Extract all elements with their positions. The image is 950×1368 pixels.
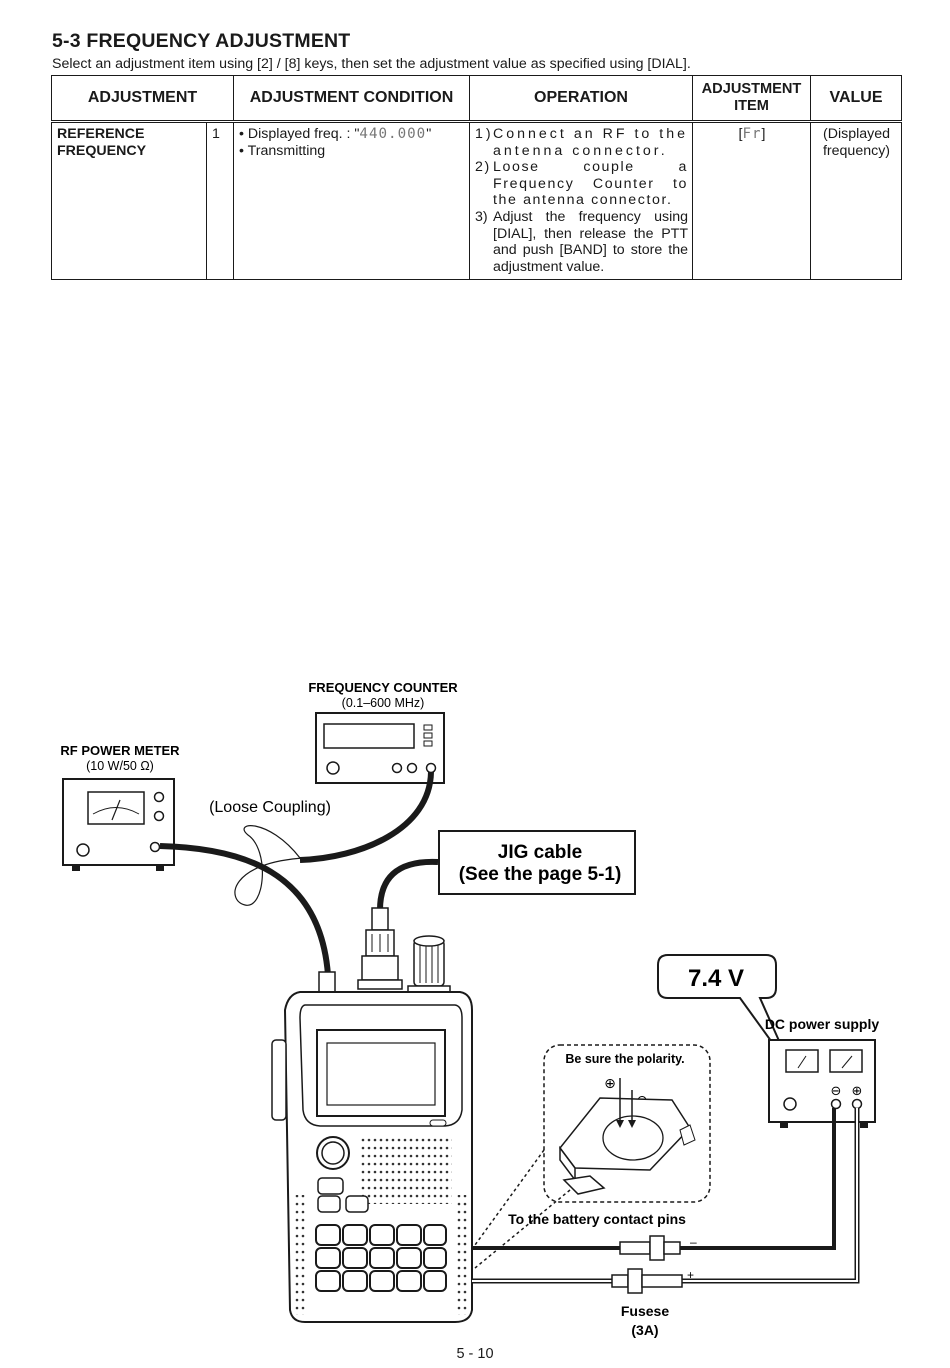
dc-power-supply: DC power supply ⊖ ⊕ xyxy=(765,1016,880,1128)
volume-knob xyxy=(407,935,451,995)
polarity-plus: ⊕ xyxy=(604,1075,616,1091)
condition-displayed-freq: • Displayed freq. : "440.000" xyxy=(239,126,465,143)
voltage-value: 7.4 V xyxy=(688,965,744,992)
col-header-adjustment-item: ADJUSTMENT ITEM xyxy=(692,75,811,123)
freq-counter-cable xyxy=(299,771,434,863)
callout-line-2 xyxy=(474,1189,571,1269)
condition-quote-end: " xyxy=(426,126,432,142)
operation-step-2: 2)Loose couple a Frequency Counter to th… xyxy=(475,159,688,209)
item-bracket-close: ] xyxy=(761,126,766,142)
col-header-operation: OPERATION xyxy=(469,75,693,123)
cell-value: (Displayed frequency) xyxy=(810,120,902,281)
loose-coupling-loop xyxy=(234,825,306,906)
table-row: REFERENCE FREQUENCY 1 • Displayed freq. … xyxy=(51,120,902,281)
adjustment-table: ADJUSTMENT ADJUSTMENT CONDITION OPERATIO… xyxy=(51,75,902,281)
step-number: 2) xyxy=(475,159,491,176)
wire-minus-label: – xyxy=(690,1235,697,1249)
cell-condition: • Displayed freq. : "440.000" • Transmit… xyxy=(233,120,470,281)
jig-line-2: (See the page 5-1) xyxy=(459,864,622,885)
step-number: 1) xyxy=(475,126,494,142)
step-number: 3) xyxy=(475,208,488,225)
wire-plus-label: + xyxy=(687,1268,694,1282)
jig-connector xyxy=(357,907,403,990)
cell-number: 1 xyxy=(206,120,234,281)
dc-supply-label: DC power supply xyxy=(765,1016,880,1032)
operation-step-1: 1)Connect an RF to the antenna connector… xyxy=(475,126,688,159)
condition-sep: : " xyxy=(342,126,360,142)
power-wires: – + xyxy=(472,1108,860,1294)
jig-cable xyxy=(377,858,439,911)
rf-meter-spec: (10 W/50 Ω) xyxy=(86,759,154,773)
rf-meter-title: RF POWER METER xyxy=(60,743,180,758)
rf-meter-cable xyxy=(159,843,331,976)
frequency-counter: FREQUENCY COUNTER (0.1–600 MHz) xyxy=(308,680,458,784)
loose-coupling-label: (Loose Coupling) xyxy=(209,799,331,816)
connection-diagram: FREQUENCY COUNTER (0.1–600 MHz) RF POWER… xyxy=(60,680,880,1338)
cell-adjustment: REFERENCE FREQUENCY xyxy=(51,120,207,281)
condition-label: • Displayed freq. xyxy=(239,126,343,142)
page-subtitle: Select an adjustment item using [2] / [8… xyxy=(52,56,691,72)
fuse-label-line-2: (3A) xyxy=(631,1322,658,1338)
dc-minus-symbol: ⊖ xyxy=(831,1083,842,1098)
battery-pins-label: To the battery contact pins xyxy=(508,1211,686,1227)
polarity-callout: Be sure the polarity. ⊕ ⊖ xyxy=(543,1044,711,1203)
jig-line-1: JIG cable xyxy=(498,842,583,863)
cell-operation: 1)Connect an RF to the antenna connector… xyxy=(469,120,693,281)
lcd-item-code: Fr xyxy=(742,126,762,142)
page-title: 5-3 FREQUENCY ADJUSTMENT xyxy=(52,30,351,52)
callout-line-1 xyxy=(474,1149,545,1246)
step-text: Adjust the frequency using [DIAL], then … xyxy=(493,208,688,275)
jig-cable-callout: JIG cable (See the page 5-1) xyxy=(438,830,636,895)
freq-counter-title: FREQUENCY COUNTER xyxy=(308,680,458,695)
rf-power-meter: RF POWER METER (10 W/50 Ω) xyxy=(60,743,180,871)
page-number: 5 - 10 xyxy=(456,1346,494,1362)
step-text: Loose couple a Frequency Counter to the … xyxy=(493,159,688,209)
lcd-frequency-value: 440.000 xyxy=(359,126,427,142)
step-text: Connect an RF to the antenna connector. xyxy=(493,126,688,159)
cell-adjustment-item: [Fr] xyxy=(692,120,811,281)
dc-plus-symbol: ⊕ xyxy=(852,1083,863,1098)
freq-counter-range: (0.1–600 MHz) xyxy=(342,696,425,710)
condition-transmitting: • Transmitting xyxy=(239,142,326,159)
col-header-adjustment: ADJUSTMENT xyxy=(51,75,234,123)
table-header-row: ADJUSTMENT ADJUSTMENT CONDITION OPERATIO… xyxy=(51,75,902,123)
voltage-callout: 7.4 V xyxy=(657,954,793,1071)
operation-step-3: 3) Adjust the frequency using [DIAL], the… xyxy=(475,209,688,275)
col-header-condition: ADJUSTMENT CONDITION xyxy=(233,75,470,123)
transceiver xyxy=(271,991,473,1323)
item-bracket-open: [ xyxy=(738,126,743,142)
fuse-label-line-1: Fusese xyxy=(621,1303,669,1319)
polarity-label: Be sure the polarity. xyxy=(565,1052,684,1066)
col-header-value: VALUE xyxy=(810,75,902,123)
